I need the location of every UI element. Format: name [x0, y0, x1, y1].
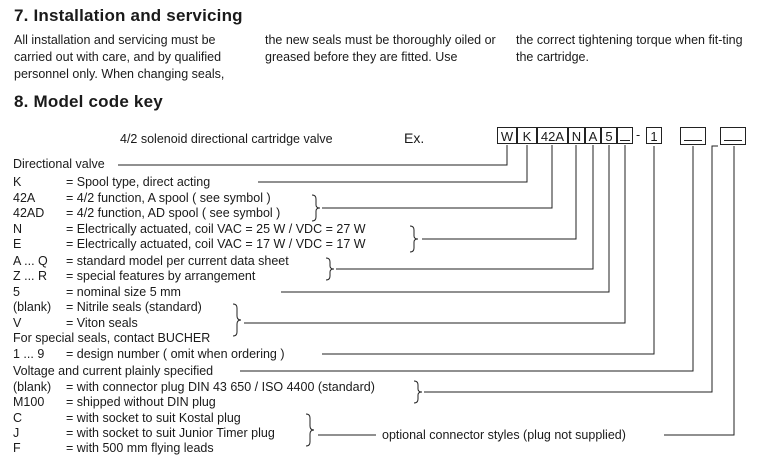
row-key: E	[13, 237, 22, 251]
code-box-5: 5	[601, 127, 617, 144]
row-desc: = with socket to suit Junior Timer plug	[66, 426, 275, 440]
leader-aq	[336, 145, 594, 270]
connector-placeholder-line	[724, 140, 742, 141]
code-box-voltage	[680, 127, 706, 145]
leader-design	[322, 146, 655, 355]
row-key: F	[13, 441, 21, 455]
code-box-42a: 42A	[537, 127, 568, 144]
row-desc: = Nitrile seals (standard)	[66, 300, 202, 314]
leader-w	[118, 145, 508, 166]
code-box-1: 1	[646, 127, 662, 144]
row-key: Z ... R	[13, 269, 48, 283]
leader-voltage	[240, 146, 694, 372]
brace-seals	[232, 303, 242, 337]
leader-plug	[424, 145, 718, 393]
leader-42a	[322, 145, 553, 209]
leader-5	[281, 145, 610, 293]
row-key: 1 ... 9	[13, 347, 45, 361]
code-box-w: W	[497, 127, 517, 144]
leader-connector-right	[664, 146, 735, 436]
code-dash: -	[636, 128, 641, 142]
row-key: C	[13, 411, 23, 425]
connector-note: optional connector styles (plug not supp…	[382, 428, 626, 442]
row-desc: = Electrically actuated, coil VAC = 25 W…	[66, 222, 366, 236]
brace-ne	[409, 225, 419, 253]
row-key: J	[13, 426, 20, 440]
row-key: Voltage and current plainly specified	[13, 364, 214, 378]
row-key: For special seals, contact BUCHER	[13, 331, 211, 345]
row-key: (blank)	[13, 380, 52, 394]
code-box-k: K	[517, 127, 537, 144]
code-box-a: A	[585, 127, 601, 144]
brace-42a	[311, 194, 321, 222]
code-box-seals	[617, 127, 633, 144]
row-desc: = 4/2 function, A spool ( see symbol )	[66, 191, 271, 205]
row-desc: = with 500 mm flying leads	[66, 441, 214, 455]
row-key: N	[13, 222, 23, 236]
seals-placeholder-line	[620, 140, 630, 141]
row-key: V	[13, 316, 22, 330]
row-desc: = standard model per current data sheet	[66, 254, 289, 268]
row-key: 5	[13, 285, 20, 299]
row-desc: = shipped without DIN plug	[66, 395, 216, 409]
row-key: M100	[13, 395, 45, 409]
row-key: K	[13, 175, 22, 189]
section-7-column-3: the correct tightening torque when fit-t…	[516, 33, 743, 64]
product-description: 4/2 solenoid directional cartridge valve	[120, 132, 333, 146]
section-7-column-1: All installation and servicing must be c…	[14, 33, 225, 81]
leader-seals	[244, 145, 626, 324]
section-8-title: 8. Model code key	[14, 92, 163, 111]
row-desc: = with connector plug DIN 43 650 / ISO 4…	[66, 380, 375, 394]
section-7-column-2: the new seals must be thoroughly oiled o…	[265, 33, 496, 64]
example-label: Ex.	[404, 130, 425, 146]
voltage-placeholder-line	[684, 140, 702, 141]
code-box-n: N	[568, 127, 585, 144]
row-desc: = Viton seals	[66, 316, 138, 330]
leader-k	[258, 145, 528, 183]
row-desc: = nominal size 5 mm	[66, 285, 181, 299]
leader-ne	[422, 145, 577, 240]
row-key: A ... Q	[13, 254, 48, 268]
row-desc: = with socket to suit Kostal plug	[66, 411, 241, 425]
row-desc: = design number ( omit when ordering )	[66, 347, 285, 361]
brace-aq	[325, 257, 335, 281]
brace-plug	[413, 380, 423, 404]
section-7-title: 7. Installation and servicing	[14, 6, 243, 25]
row-desc: = 4/2 function, AD spool ( see symbol )	[66, 206, 281, 220]
row-desc: = special features by arrangement	[66, 269, 256, 283]
row-key: 42AD	[13, 206, 45, 220]
code-box-connector	[720, 127, 746, 145]
row-desc: = Spool type, direct acting	[66, 175, 211, 189]
brace-connector	[305, 413, 315, 447]
row-desc: = Electrically actuated, coil VAC = 17 W…	[66, 237, 366, 251]
row-key: (blank)	[13, 300, 52, 314]
row-key: Directional valve	[13, 157, 105, 171]
row-key: 42A	[13, 191, 36, 205]
